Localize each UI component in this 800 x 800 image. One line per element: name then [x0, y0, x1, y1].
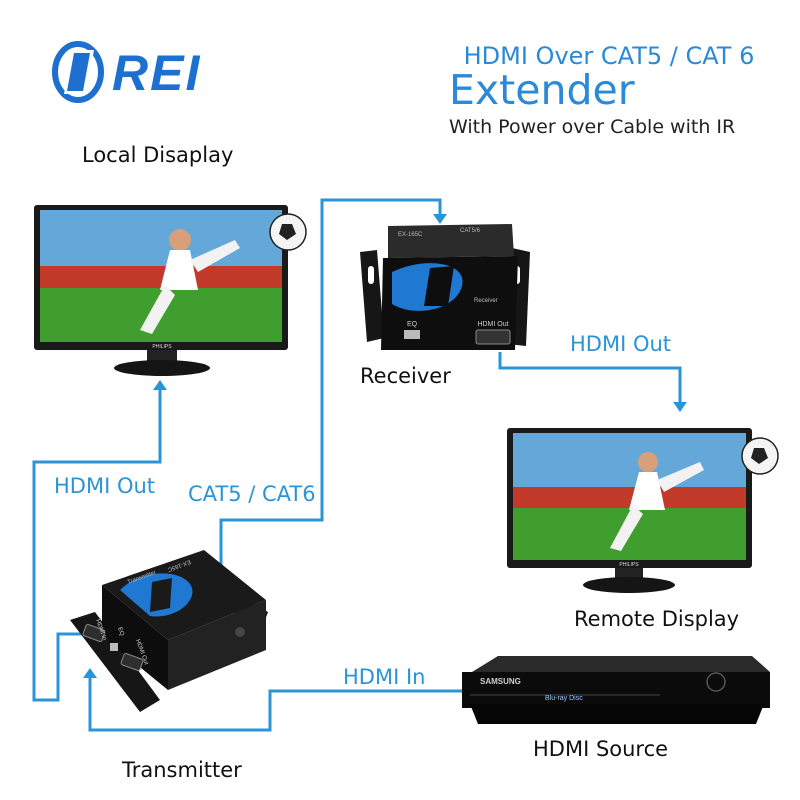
receiver-label: Receiver [360, 364, 451, 388]
arrow-to-transmitter-icon [83, 668, 97, 678]
connection-lines [32, 198, 682, 732]
transmitter-device: HDMI In EQ HDMI Out EX-165C Transmitter [70, 550, 268, 712]
player-logo-label: Blu-ray Disc [545, 695, 583, 702]
bluray-player: SAMSUNG Blu-ray Disc [462, 656, 770, 724]
receiver-model-label: EX-165C [398, 232, 423, 238]
receiver-port-eq-label: EQ [407, 321, 418, 328]
hdmi-in-label: HDMI In [343, 665, 426, 689]
hdmi-out-local-line [32, 386, 162, 702]
transmitter-port-eq-label: EQ [116, 627, 125, 638]
title-line-3: With Power over Cable with IR [449, 116, 736, 138]
hdmi-in-line [88, 674, 462, 732]
arrow-to-local-icon [153, 380, 167, 390]
hdmi-source-label: HDMI Source [533, 737, 669, 761]
arrow-to-remote-icon [673, 402, 687, 412]
player-brand-label: SAMSUNG [480, 677, 521, 686]
hdmi-out-receiver-label: HDMI Out [570, 332, 672, 356]
receiver-device: HDMI Out EQ CAT5/6 EX-165C Receiver [360, 224, 530, 350]
remote-monitor-brand: PHILIPS [619, 562, 639, 568]
title-line-1: HDMI Over CAT5 / CAT 6 [463, 42, 755, 70]
hdmi-out-local-label: HDMI Out [54, 474, 156, 498]
remote-monitor: PHILIPS [507, 428, 779, 593]
brand-logo: REI [112, 45, 202, 101]
remote-display-label: Remote Display [574, 607, 740, 631]
logo-emblem-icon [52, 41, 104, 103]
arrowheads [83, 214, 687, 678]
receiver-name-label: Receiver [474, 298, 498, 304]
cat-cable-line [219, 198, 442, 610]
hdmi-out-remote-line [498, 352, 682, 405]
local-monitor: PHILIPS [34, 205, 307, 376]
cat-cable-label: CAT5 / CAT6 [188, 482, 316, 506]
arrow-to-receiver-icon [433, 214, 447, 224]
transmitter-label: Transmitter [122, 758, 242, 782]
receiver-port-cat-label: CAT5/6 [460, 228, 481, 234]
receiver-port-hdmi-label: HDMI Out [477, 321, 508, 328]
local-display-label: Local Disaplay [82, 143, 234, 167]
local-monitor-brand: PHILIPS [152, 344, 172, 350]
title-line-2: Extender [449, 66, 635, 114]
